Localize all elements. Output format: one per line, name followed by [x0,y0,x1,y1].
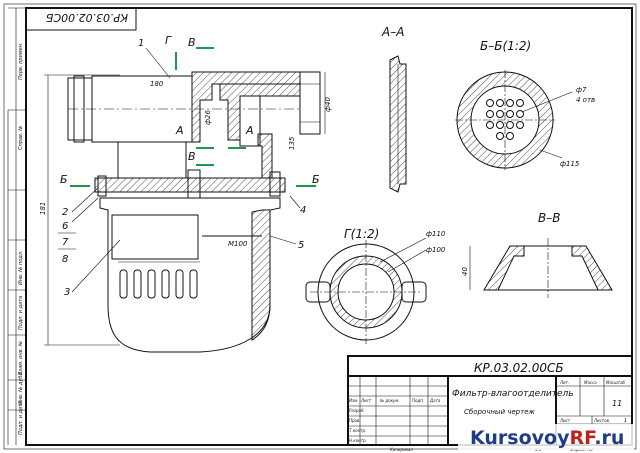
dim-40: ф40 [324,97,332,112]
side-inv-dubl: Инв. № дубл. [18,371,24,405]
cut-label-v-top: В [188,36,196,49]
tb-masshtab: Масштаб [606,380,626,385]
dim-holes: 4 отв [576,96,595,104]
main-view: 181 180 ф40 ф26 135 [39,34,332,353]
code-stamp-rotated [25,7,137,31]
pos-6: 6 [62,221,68,232]
tb-subtitle: Сборочный чертеж [464,408,535,416]
section-aa-title: А–А [381,25,404,39]
section-bb-title: Б–Б(1:2) [480,39,531,53]
dim-26: ф26 [204,110,212,125]
watermark-logo: KursovoyRF.ru [458,424,634,450]
dim-h40: 40 [461,267,469,276]
tb-lit: Лит. [559,380,569,385]
tb-tkontr: Т.контр. [349,428,366,433]
side-perv: Перв. примен. [18,42,24,80]
pos-5: 5 [298,240,304,251]
side-podp-data-1: Подп. и дата [18,401,24,435]
watermark-part3: .ru [594,427,624,449]
drawing-code-rotated: КР.03.02.00СБ [46,11,128,24]
tb-listov: Листов [593,418,610,423]
side-column: Перв. примен. Справ. № Подп. и дата Инв.… [7,7,26,445]
tb-listl: Лист [559,418,571,423]
section-bb: Б–Б(1:2) ф7 4 отв ф115 [455,39,595,170]
svg-text:KursovoyRF.ru: KursovoyRF.ru [470,427,624,449]
tb-list: Лист [360,398,372,403]
side-inv-podl: Инв. № подл. [18,251,24,286]
cut-label-a-left: А [175,124,184,137]
inner-frame [25,7,633,446]
pos-2: 2 [62,207,68,218]
view-g: Г(1:2) ф110 ф100 [305,227,446,344]
dim-100: ф100 [426,246,446,254]
pos-8: 8 [62,254,68,265]
position-callouts: 1 2 3 4 5 6 7 8 [58,38,306,298]
view-g-title: Г(1:2) [344,227,379,241]
tb-izm: Изм. [349,398,358,403]
tb-sheet-number: 11 [612,399,622,408]
tb-prov: Пров. [349,418,361,423]
dim-180: 180 [150,80,164,88]
dim-m100: M100 [228,240,248,248]
tb-podp: Подп. [412,398,424,403]
side-sprav: Справ. № [18,126,24,150]
tb-massa: Масса [584,380,597,385]
side-vzam: Взам. инв. № [18,341,24,375]
dim-181: 181 [39,202,47,215]
dim-110: ф110 [426,230,446,238]
footer-copied: Копировал [390,447,413,452]
section-aa: А–А [381,25,407,193]
tb-ndoc: № докум. [379,398,400,403]
pos-4: 4 [300,205,306,216]
pos-1: 1 [138,38,144,49]
tb-data: Дата [429,398,441,403]
cut-label-a-right: А [245,124,254,137]
watermark-part1: Kursovoy [470,427,570,449]
cut-label-g: Г [165,34,172,47]
cut-label-v-mid: В [188,150,196,163]
cut-label-b-right: Б [312,173,320,186]
tb-razrab: Разраб. [349,408,365,413]
side-podp-data-2: Подп. и дата [18,296,24,330]
title-block-code: КР.03.02.00СБ [474,361,564,375]
pos-7: 7 [62,237,69,248]
dim-7: ф7 [576,86,587,94]
filter-holes [486,99,524,140]
dim-115: ф115 [560,160,580,168]
watermark-part2: RF [569,427,596,449]
section-vv: В–В 40 [461,211,613,298]
tb-sheet-count: 1 [624,418,627,424]
outer-frame [3,3,637,450]
dim-135: 135 [288,136,296,150]
section-vv-title: В–В [538,211,560,225]
cut-label-b-left: Б [60,173,68,186]
tb-title: Фильтр-влагоотделитель [452,389,574,399]
pos-3: 3 [64,287,70,298]
tb-nkontr: Н.контр. [349,438,367,443]
bowl-slots [119,269,198,299]
